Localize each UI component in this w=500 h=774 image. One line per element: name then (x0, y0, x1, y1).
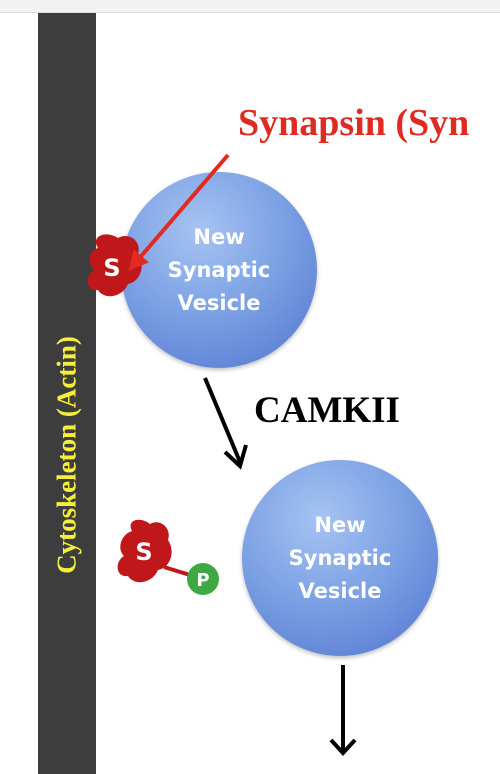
vesicle-label: New Synaptic Vesicle (289, 509, 392, 608)
vesicle-label-line: New (193, 224, 245, 249)
camkii-transition-arrow (203, 377, 248, 470)
synaptic-vesicle-bound: New Synaptic Vesicle (121, 172, 317, 368)
phosphate-symbol: P (196, 570, 209, 591)
synapsin-protein-bound: S (87, 234, 142, 297)
synapsin-pointer-arrow (128, 153, 230, 272)
vesicle-label-line: New (314, 512, 366, 537)
release-arrow (329, 665, 357, 756)
phosphate-bond (163, 565, 191, 577)
vesicle-label-line: Vesicle (298, 578, 382, 603)
camkii-label: CAMKII (254, 390, 400, 431)
vesicle-label: New Synaptic Vesicle (168, 221, 271, 320)
synapsin-protein-phosphorylated: S P (117, 519, 219, 595)
synapsin-title: Synapsin (Syn (238, 102, 470, 144)
top-bar (0, 0, 500, 13)
vesicle-label-line: Vesicle (177, 290, 261, 315)
cytoskeleton-bar (38, 13, 96, 774)
phosphate-group (187, 563, 219, 595)
synaptic-vesicle-released: New Synaptic Vesicle (242, 460, 438, 656)
vesicle-label-line: Synaptic (167, 257, 271, 282)
synapsin-symbol: S (103, 254, 120, 282)
vesicle-label-line: Synaptic (288, 545, 392, 570)
synapsin-symbol: S (135, 538, 152, 566)
